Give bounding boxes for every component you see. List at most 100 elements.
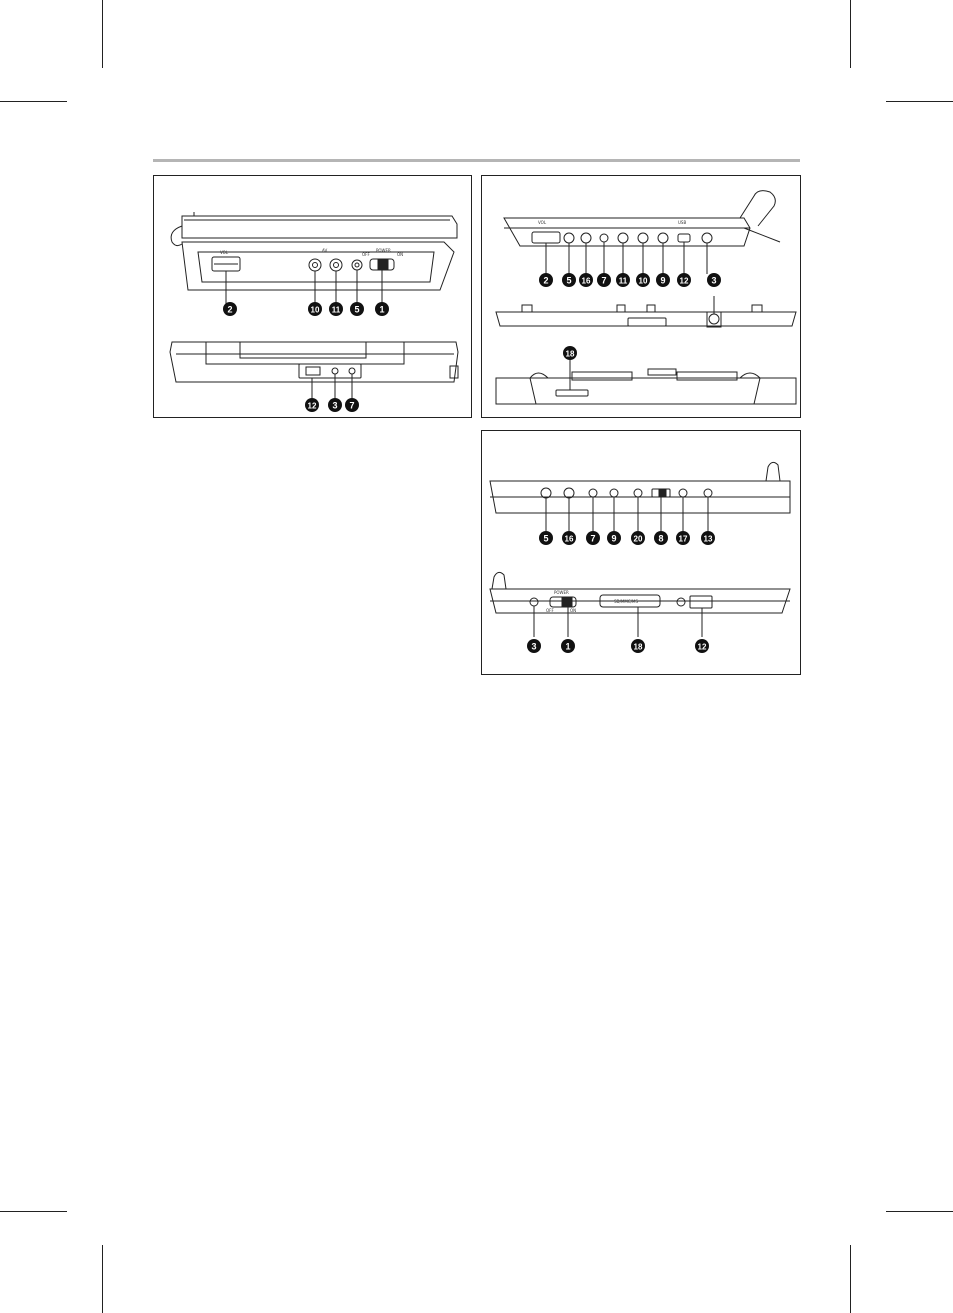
label-power: POWER bbox=[554, 590, 569, 595]
callout-badge: 7 bbox=[345, 398, 359, 412]
svg-text:3: 3 bbox=[332, 401, 337, 411]
callout-badge: 20 bbox=[631, 531, 645, 545]
svg-text:18: 18 bbox=[566, 350, 575, 359]
svg-text:5: 5 bbox=[566, 276, 571, 286]
callout-badge: 11 bbox=[329, 302, 343, 316]
callout-badge: 10 bbox=[308, 302, 322, 316]
svg-text:2: 2 bbox=[543, 276, 548, 286]
svg-text:1: 1 bbox=[379, 305, 384, 315]
label-power: POWER bbox=[376, 248, 391, 253]
device-side-view-a1 bbox=[171, 212, 457, 304]
svg-text:1: 1 bbox=[565, 642, 570, 652]
panel-b-view1-labels: VOL USB bbox=[538, 220, 686, 225]
callout-badge: 11 bbox=[616, 273, 630, 287]
callout-badge: 3 bbox=[328, 398, 342, 412]
svg-text:10: 10 bbox=[311, 306, 320, 315]
label-on: ON bbox=[397, 252, 403, 257]
svg-text:17: 17 bbox=[679, 535, 688, 544]
svg-text:3: 3 bbox=[711, 276, 716, 286]
callouts-a2: 12 3 7 bbox=[305, 398, 359, 412]
svg-text:12: 12 bbox=[680, 277, 689, 286]
callout-badge: 13 bbox=[701, 531, 715, 545]
callouts-b1: 2 5 16 7 11 10 9 12 3 bbox=[539, 273, 721, 287]
panel-model-a: VOL AV POWER OFF ON 2 10 11 5 1 bbox=[153, 175, 472, 418]
callout-badge: 7 bbox=[586, 531, 600, 545]
panel-model-c: 5 16 7 9 20 8 17 13 SD/MMC/MS bbox=[481, 430, 801, 675]
svg-text:9: 9 bbox=[660, 276, 665, 286]
svg-text:7: 7 bbox=[349, 401, 354, 411]
crop-mark-top-left-v bbox=[102, 0, 103, 68]
svg-text:16: 16 bbox=[582, 277, 591, 286]
callout-badge: 16 bbox=[562, 531, 576, 545]
callout-badge: 2 bbox=[539, 273, 553, 287]
label-card-slot: SD/MMC/MS bbox=[614, 599, 638, 604]
svg-text:9: 9 bbox=[611, 534, 616, 544]
label-off: OFF bbox=[546, 608, 554, 613]
callout-badge: 7 bbox=[597, 273, 611, 287]
callouts-c1: 5 16 7 9 20 8 17 13 bbox=[539, 531, 715, 545]
svg-text:11: 11 bbox=[619, 277, 628, 286]
crop-mark-bottom-left-v bbox=[102, 1245, 103, 1313]
callout-badge: 9 bbox=[607, 531, 621, 545]
svg-text:7: 7 bbox=[601, 276, 606, 286]
svg-text:13: 13 bbox=[704, 535, 713, 544]
label-vol: VOL bbox=[538, 220, 547, 225]
svg-text:2: 2 bbox=[227, 305, 232, 315]
crop-mark-bottom-left-h bbox=[0, 1211, 67, 1212]
label-usb: USB bbox=[678, 220, 686, 225]
callout-badge: 5 bbox=[562, 273, 576, 287]
callout-badge: 12 bbox=[305, 398, 319, 412]
callout-badge: 1 bbox=[375, 302, 389, 316]
callout-badge: 2 bbox=[223, 302, 237, 316]
device-rear-view-a2 bbox=[170, 342, 458, 398]
device-drawing-a: VOL AV POWER OFF ON 2 10 11 5 1 bbox=[154, 176, 473, 419]
callout-badge: 10 bbox=[636, 273, 650, 287]
svg-text:11: 11 bbox=[332, 306, 341, 315]
svg-text:5: 5 bbox=[354, 305, 359, 315]
device-side-view-c2 bbox=[490, 572, 790, 637]
device-rear-view-b2 bbox=[496, 296, 796, 327]
label-av: AV bbox=[322, 248, 327, 253]
svg-text:5: 5 bbox=[543, 534, 548, 544]
callout-badge: 3 bbox=[527, 639, 541, 653]
callout-badge: 8 bbox=[654, 531, 668, 545]
svg-text:7: 7 bbox=[590, 534, 595, 544]
header-rule bbox=[153, 159, 800, 162]
crop-mark-top-right-h bbox=[886, 101, 953, 102]
crop-mark-bottom-right-v bbox=[850, 1245, 851, 1313]
svg-text:10: 10 bbox=[639, 277, 648, 286]
svg-text:12: 12 bbox=[308, 402, 317, 411]
device-front-view-b3 bbox=[496, 360, 796, 404]
label-off: OFF bbox=[362, 252, 370, 257]
callouts-b3: 18 bbox=[563, 346, 577, 360]
crop-mark-bottom-right-h bbox=[886, 1211, 953, 1212]
svg-text:18: 18 bbox=[634, 643, 643, 652]
svg-text:12: 12 bbox=[698, 643, 707, 652]
callout-badge: 18 bbox=[631, 639, 645, 653]
device-side-view-b1 bbox=[504, 191, 780, 274]
device-side-view-c1 bbox=[490, 462, 790, 531]
callout-badge: 1 bbox=[561, 639, 575, 653]
panel-model-b: VOL USB 2 5 16 7 11 10 9 12 3 bbox=[481, 175, 801, 418]
label-on: ON bbox=[570, 608, 576, 613]
crop-mark-top-left-h bbox=[0, 101, 67, 102]
callout-badge: 18 bbox=[563, 346, 577, 360]
label-vol: VOL bbox=[220, 250, 229, 255]
svg-text:16: 16 bbox=[565, 535, 574, 544]
callout-badge: 5 bbox=[350, 302, 364, 316]
callout-badge: 9 bbox=[656, 273, 670, 287]
callout-badge: 12 bbox=[695, 639, 709, 653]
svg-text:8: 8 bbox=[658, 534, 663, 544]
callouts-c2: 3 1 18 12 bbox=[527, 639, 709, 653]
device-drawing-b: VOL USB 2 5 16 7 11 10 9 12 3 bbox=[482, 176, 802, 419]
callout-badge: 5 bbox=[539, 531, 553, 545]
svg-text:3: 3 bbox=[531, 642, 536, 652]
svg-text:20: 20 bbox=[634, 535, 643, 544]
callout-badge: 16 bbox=[579, 273, 593, 287]
callout-badge: 3 bbox=[707, 273, 721, 287]
callout-badge: 17 bbox=[676, 531, 690, 545]
crop-mark-top-right-v bbox=[850, 0, 851, 68]
callouts-a1: 2 10 11 5 1 bbox=[223, 302, 389, 316]
callout-badge: 12 bbox=[677, 273, 691, 287]
device-drawing-c: 5 16 7 9 20 8 17 13 SD/MMC/MS bbox=[482, 431, 802, 676]
